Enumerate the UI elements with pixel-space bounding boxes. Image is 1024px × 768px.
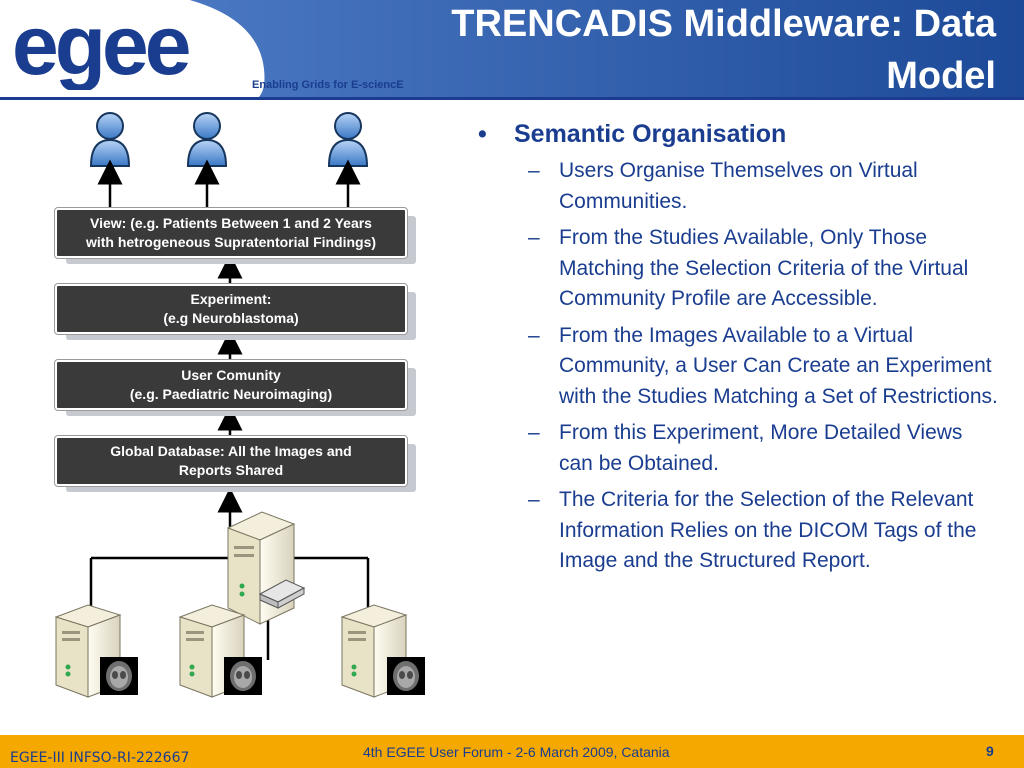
- header-background: [0, 0, 1024, 100]
- page-number: 9: [986, 743, 994, 759]
- slide-header: egee Enabling Grids for E-sciencE TRENCA…: [0, 0, 1024, 100]
- sub-bullet-item: –Users Organise Themselves on Virtual Co…: [528, 159, 918, 213]
- hard-drive-icon: [258, 579, 306, 609]
- footer-event: 4th EGEE User Forum - 2-6 March 2009, Ca…: [363, 744, 670, 760]
- svg-text:egee: egee: [12, 8, 189, 90]
- view-box-line2: with hetrogeneous Supratentorial Finding…: [85, 234, 377, 250]
- egee-logo: egee: [12, 8, 193, 90]
- data-model-diagram: View: (e.g. Patients Between 1 and 2 Yea…: [40, 100, 460, 710]
- user-icon: [327, 112, 369, 167]
- bullet-dot: •: [478, 120, 487, 148]
- global-database-box: Global Database: All the Images and Repo…: [54, 435, 408, 487]
- global-database-box-line2: Reports Shared: [178, 462, 284, 478]
- sub-bullet-item: –From the Images Available to a Virtual …: [528, 323, 998, 408]
- user-community-box-line1: User Comunity: [181, 367, 281, 383]
- experiment-box-line1: Experiment:: [190, 291, 272, 307]
- central-server-icon: [226, 511, 296, 625]
- view-box: View: (e.g. Patients Between 1 and 2 Yea…: [54, 207, 408, 259]
- tagline: Enabling Grids for E-sciencE: [252, 79, 404, 91]
- user-icon: [89, 112, 131, 167]
- brain-scan-image: [100, 657, 138, 695]
- sub-bullet-item: –From the Studies Available, Only Those …: [528, 226, 969, 310]
- brain-scan-image: [224, 657, 262, 695]
- view-box-line1: View: (e.g. Patients Between 1 and 2 Yea…: [90, 215, 372, 231]
- footer-project-id: EGEE-III INFSO-RI-222667: [10, 750, 190, 766]
- brain-scan-image: [387, 657, 425, 695]
- experiment-box-line2: (e.g Neuroblastoma): [163, 310, 299, 326]
- user-community-box: User Comunity (e.g. Paediatric Neuroimag…: [54, 359, 408, 411]
- experiment-box: Experiment: (e.g Neuroblastoma): [54, 283, 408, 335]
- diagram-connectors: [54, 112, 425, 698]
- global-database-box-line1: Global Database: All the Images and: [110, 443, 352, 459]
- main-bullet: • Semantic Organisation: [478, 118, 998, 150]
- slide-title: TRENCADIS Middleware: Data Model: [451, 3, 996, 97]
- sub-bullet-item: –The Criteria for the Selection of the R…: [528, 488, 977, 572]
- bullet-heading: Semantic Organisation: [514, 120, 787, 148]
- user-community-box-line2: (e.g. Paediatric Neuroimaging): [129, 386, 333, 402]
- sub-bullet-list: –Users Organise Themselves on Virtual Co…: [478, 156, 998, 577]
- slide-footer: EGEE-III INFSO-RI-222667 4th EGEE User F…: [0, 735, 1024, 768]
- bullet-content: • Semantic Organisation –Users Organise …: [478, 118, 998, 583]
- sub-bullet-item: –From this Experiment, More Detailed Vie…: [528, 421, 963, 475]
- user-icon: [186, 112, 228, 167]
